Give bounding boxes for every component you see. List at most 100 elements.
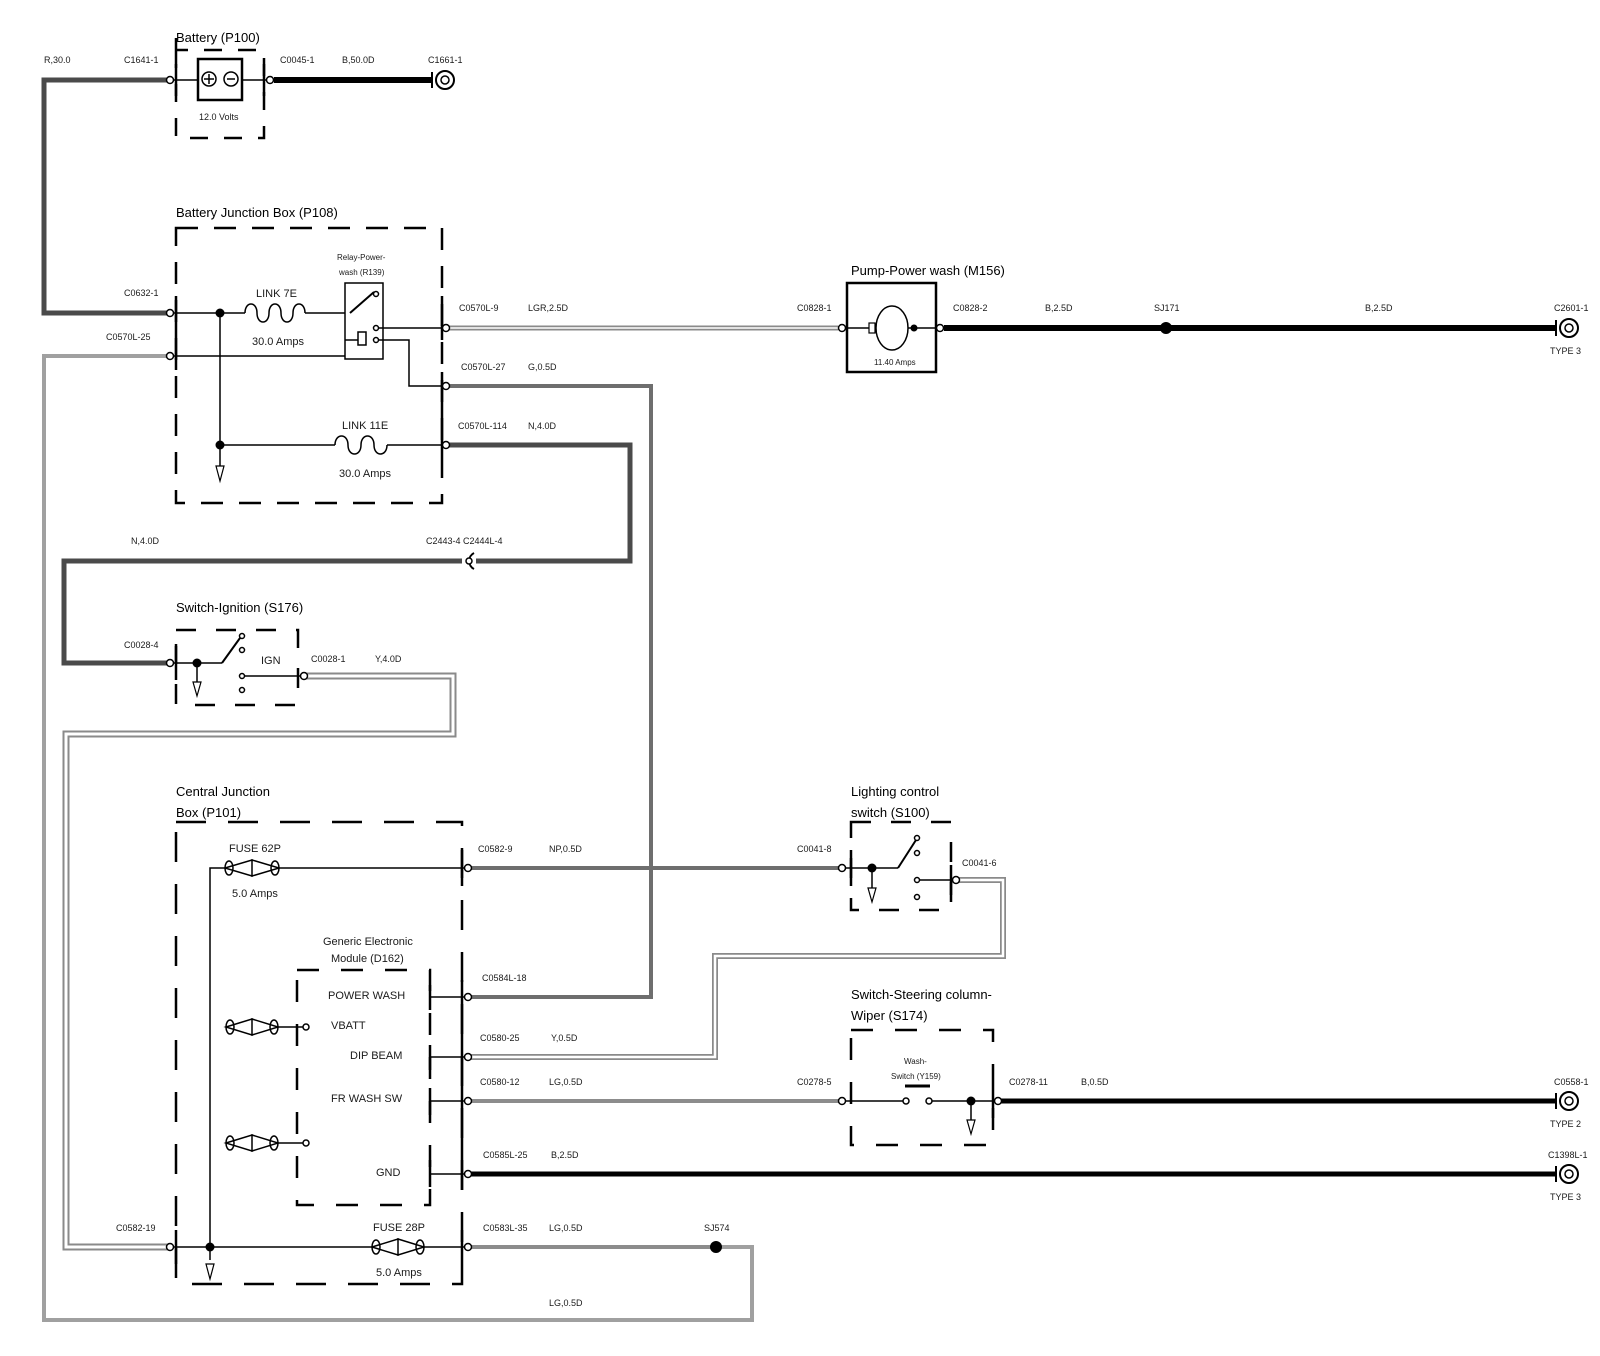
link7e-amps: 30.0 Amps — [252, 336, 304, 348]
lighting-title-2: switch (S100) — [851, 805, 930, 820]
labels: Battery (P100) 12.0 Volts Battery Juncti… — [44, 30, 1589, 1308]
wire-label-b05: B,0.5D — [1081, 1077, 1109, 1087]
wire-y05 — [470, 877, 1006, 1060]
wire-label-y05: Y,0.5D — [551, 1033, 578, 1043]
conn-c1661-1: C1661-1 — [428, 55, 463, 65]
battery-junction-box — [172, 226, 444, 505]
gem-title-2: Module (D162) — [331, 953, 404, 965]
ground-eyelets — [431, 70, 1579, 1184]
battery-voltage: 12.0 Volts — [199, 112, 239, 122]
conn-c0580-12: C0580-12 — [480, 1077, 520, 1087]
wire-n40 — [446, 442, 633, 564]
conn-c0632-1: C0632-1 — [124, 288, 159, 298]
eyelet-c2601-icon — [1555, 318, 1579, 338]
lighting-title-1: Lighting control — [851, 784, 939, 799]
conn-c1641-1: C1641-1 — [124, 55, 159, 65]
pump-title: Pump-Power wash (M156) — [851, 263, 1005, 278]
conn-c0278-5: C0278-5 — [797, 1077, 832, 1087]
wire-r30 — [41, 77, 168, 316]
fuse62p-label: FUSE 62P — [229, 843, 281, 855]
link11e-amps: 30.0 Amps — [339, 468, 391, 480]
relay-label-2: wash (R139) — [338, 268, 385, 277]
wire-label-lg05a: LG,0.5D — [549, 1077, 583, 1087]
steering-title-2: Wiper (S174) — [851, 1008, 928, 1023]
eyelet-type-c0558: TYPE 2 — [1550, 1119, 1581, 1129]
wire-label-lg05c: LG,0.5D — [549, 1298, 583, 1308]
cjb-title-2: Box (P101) — [176, 805, 241, 820]
bjb-title: Battery Junction Box (P108) — [176, 205, 338, 220]
wash-switch-1: Wash- — [904, 1057, 927, 1066]
wire-lg-loop — [42, 354, 754, 1322]
conn-c0582-9: C0582-9 — [478, 844, 513, 854]
eyelet-c0558-icon — [1555, 1091, 1579, 1111]
conn-sj574: SJ574 — [704, 1223, 730, 1233]
ignition-switch — [172, 628, 302, 707]
conn-c0580-25: C0580-25 — [480, 1033, 520, 1043]
wire-n40-ign — [61, 558, 462, 666]
wire-label-b25b: B,2.5D — [1365, 303, 1393, 313]
ignition-ign: IGN — [261, 655, 281, 667]
generic-electronic-module — [295, 968, 466, 1207]
lighting-control-switch — [846, 820, 954, 912]
wash-switch-2: Switch (Y159) — [891, 1072, 941, 1081]
conn-c0584l-18: C0584L-18 — [482, 973, 527, 983]
fuse28p-label: FUSE 28P — [373, 1222, 425, 1234]
gem-gnd: GND — [376, 1167, 401, 1179]
wire-label-np05: NP,0.5D — [549, 844, 582, 854]
splice-sj574 — [710, 1241, 722, 1253]
eyelet-c1661-icon — [431, 70, 455, 90]
link7e-label: LINK 7E — [256, 288, 297, 300]
splice-sj171 — [1160, 322, 1172, 334]
gem-vbatt: VBATT — [331, 1020, 366, 1032]
battery-title: Battery (P100) — [176, 30, 260, 45]
eyelet-c1398-icon — [1555, 1164, 1579, 1184]
wire-label-r30: R,30.0 — [44, 55, 71, 65]
gem-fr-wash-sw: FR WASH SW — [331, 1093, 403, 1105]
wires — [41, 77, 1556, 1322]
conn-c0828-1: C0828-1 — [797, 303, 832, 313]
battery-component — [172, 38, 268, 140]
conn-c0582-19: C0582-19 — [116, 1223, 156, 1233]
conn-c0828-2: C0828-2 — [953, 303, 988, 313]
ignition-title: Switch-Ignition (S176) — [176, 600, 303, 615]
gem-title-1: Generic Electronic — [323, 936, 413, 948]
conn-c0570l-25: C0570L-25 — [106, 332, 151, 342]
conn-c0028-1: C0028-1 — [311, 654, 346, 664]
link11e-label: LINK 11E — [342, 420, 388, 432]
pump-component — [845, 281, 940, 374]
conn-c0041-6: C0041-6 — [962, 858, 997, 868]
central-junction-box — [172, 820, 466, 1286]
conn-c0558-1: C0558-1 — [1554, 1077, 1589, 1087]
steering-column-switch — [846, 1028, 997, 1147]
conn-c0041-8: C0041-8 — [797, 844, 832, 854]
conn-c0570l-27: C0570L-27 — [461, 362, 506, 372]
wire-label-n40a: N,4.0D — [528, 421, 557, 431]
wire-label-lg05b: LG,0.5D — [549, 1223, 583, 1233]
wire-label-n40b: N,4.0D — [131, 536, 160, 546]
wire-label-b25a: B,2.5D — [1045, 303, 1073, 313]
connector-pins — [165, 75, 1172, 1253]
wire-label-b25c: B,2.5D — [551, 1150, 579, 1160]
wire-label-g05: G,0.5D — [528, 362, 557, 372]
conn-c2601-1: C2601-1 — [1554, 303, 1589, 313]
conn-c0570l-9: C0570L-9 — [459, 303, 499, 313]
conn-sj171: SJ171 — [1154, 303, 1180, 313]
eyelet-type-c2601: TYPE 3 — [1550, 346, 1581, 356]
steering-title-1: Switch-Steering column- — [851, 987, 992, 1002]
wire-label-y40: Y,4.0D — [375, 654, 402, 664]
conn-c0028-4: C0028-4 — [124, 640, 159, 650]
gem-dip-beam: DIP BEAM — [350, 1050, 402, 1062]
cjb-title-1: Central Junction — [176, 784, 270, 799]
wire-label-b50: B,50.0D — [342, 55, 375, 65]
fuse62p-amps: 5.0 Amps — [232, 888, 278, 900]
conn-c2443-4: C2443-4 C2444L-4 — [426, 536, 503, 546]
eyelet-type-c1398: TYPE 3 — [1550, 1192, 1581, 1202]
conn-c1398l-1: C1398L-1 — [1548, 1150, 1588, 1160]
wire-g05 — [446, 384, 653, 999]
conn-c0583l-35: C0583L-35 — [483, 1223, 528, 1233]
conn-c0278-11: C0278-11 — [1009, 1077, 1048, 1087]
conn-c0570l-114: C0570L-114 — [458, 421, 507, 431]
conn-c0045-1: C0045-1 — [280, 55, 315, 65]
relay-label-1: Relay-Power- — [337, 253, 386, 262]
